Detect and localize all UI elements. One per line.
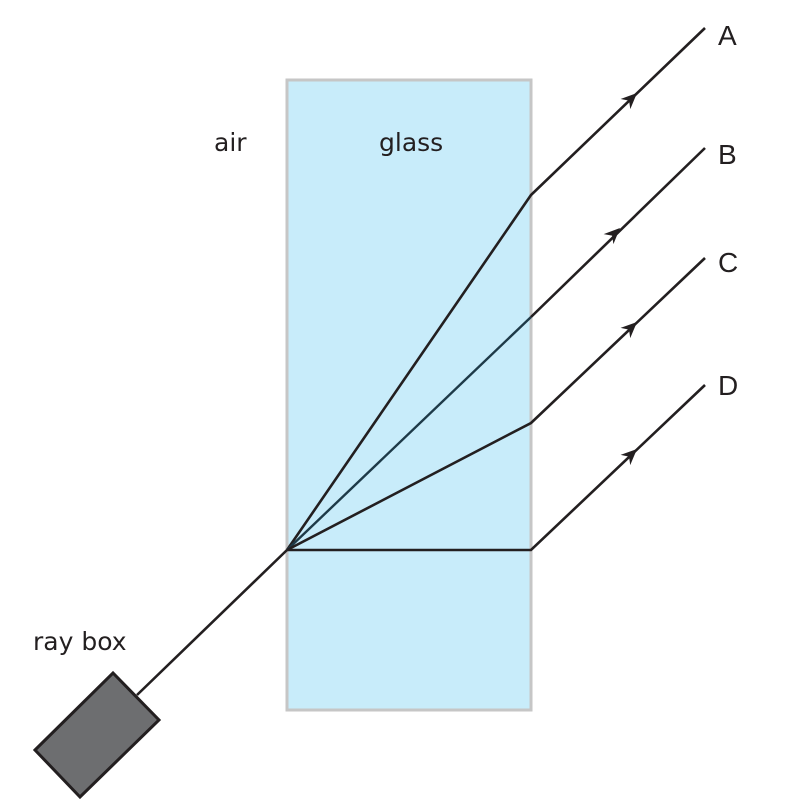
ray-c — [286, 257, 706, 552]
arrow-icon-a — [620, 93, 637, 110]
glass-label: glass — [379, 128, 444, 157]
ray-label-b: B — [718, 139, 737, 170]
ray-d — [287, 384, 706, 552]
arrow-icon-b — [603, 228, 620, 245]
air-label: air — [214, 128, 247, 157]
arrow-icon-c — [620, 322, 637, 339]
ray-box — [32, 670, 162, 800]
ray-box-label: ray box — [33, 627, 127, 656]
glass-block — [285, 78, 533, 712]
ray-label-d: D — [718, 370, 739, 401]
ray-label-a: A — [718, 20, 737, 51]
ray-a — [285, 27, 706, 551]
arrow-icon-d — [620, 449, 637, 466]
incident-ray — [136, 549, 288, 696]
ray-label-c: C — [718, 247, 739, 278]
ray-b-inside — [286, 316, 532, 551]
